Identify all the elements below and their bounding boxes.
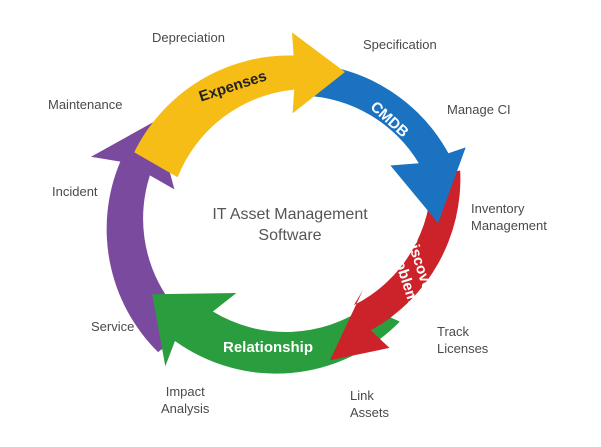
segment-label-request: Request [150, 207, 167, 266]
discovery-problem-arrow [330, 170, 461, 361]
center-title-line1: IT Asset Management [212, 206, 368, 223]
label-inventory-line2: Management [471, 218, 547, 233]
label-manage-ci: Manage CI [447, 102, 511, 117]
label-link-line2: Assets [350, 405, 390, 420]
expenses-arrow [134, 32, 345, 178]
label-track-line2: Licenses [437, 341, 489, 356]
label-track-licenses: Track Licenses [437, 323, 488, 357]
center-title-line2: Software [258, 227, 322, 244]
request-arrow [91, 120, 227, 353]
label-inventory-management: Inventory Management [471, 200, 547, 234]
label-link-assets: Link Assets [350, 387, 389, 421]
label-impact-line2: Analysis [161, 401, 210, 416]
label-impact-line1: Impact [165, 384, 205, 399]
segment-label-relationship: Relationship [223, 339, 313, 356]
cmdb-arrow [280, 63, 466, 223]
label-maintenance: Maintenance [48, 97, 123, 112]
label-inventory-line1: Inventory [471, 201, 525, 216]
label-track-line1: Track [437, 324, 470, 339]
center-title: IT Asset Management Software [170, 204, 410, 246]
label-impact-analysis: Impact Analysis [161, 383, 209, 417]
label-incident: Incident [52, 184, 98, 199]
label-service: Service [91, 319, 135, 334]
label-specification: Specification [363, 37, 437, 52]
label-link-line1: Link [350, 388, 374, 403]
label-depreciation: Depreciation [152, 30, 225, 45]
